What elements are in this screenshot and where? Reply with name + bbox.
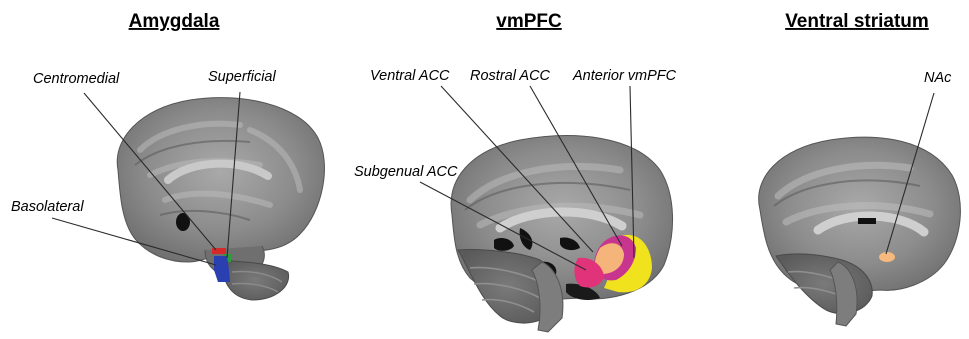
panel-title-amygdala: Amygdala — [129, 11, 220, 32]
label-rostral-acc: Rostral ACC — [470, 68, 551, 84]
label-basolateral: Basolateral — [11, 199, 84, 215]
label-anterior-vmpfc: Anterior vmPFC — [572, 68, 677, 84]
panel-amygdala: Amygdala Centromedial Superficial Ba — [11, 11, 324, 300]
brain-sagittal-slice-icon — [451, 136, 672, 332]
brain-sagittal-slice-icon — [759, 137, 961, 326]
panel-title-ventral-striatum: Ventral striatum — [785, 11, 929, 32]
region-nac — [879, 252, 895, 262]
label-nac: NAc — [924, 70, 952, 86]
label-superficial: Superficial — [208, 69, 276, 85]
region-centromedial — [212, 248, 226, 254]
panel-vmpfc: vmPFC — [354, 11, 677, 332]
panel-title-vmpfc: vmPFC — [496, 11, 562, 32]
panel-ventral-striatum: Ventral striatum NAc — [759, 11, 961, 326]
label-centromedial: Centromedial — [33, 71, 120, 87]
label-subgenual-acc: Subgenual ACC — [354, 164, 458, 180]
label-ventral-acc: Ventral ACC — [370, 68, 450, 84]
